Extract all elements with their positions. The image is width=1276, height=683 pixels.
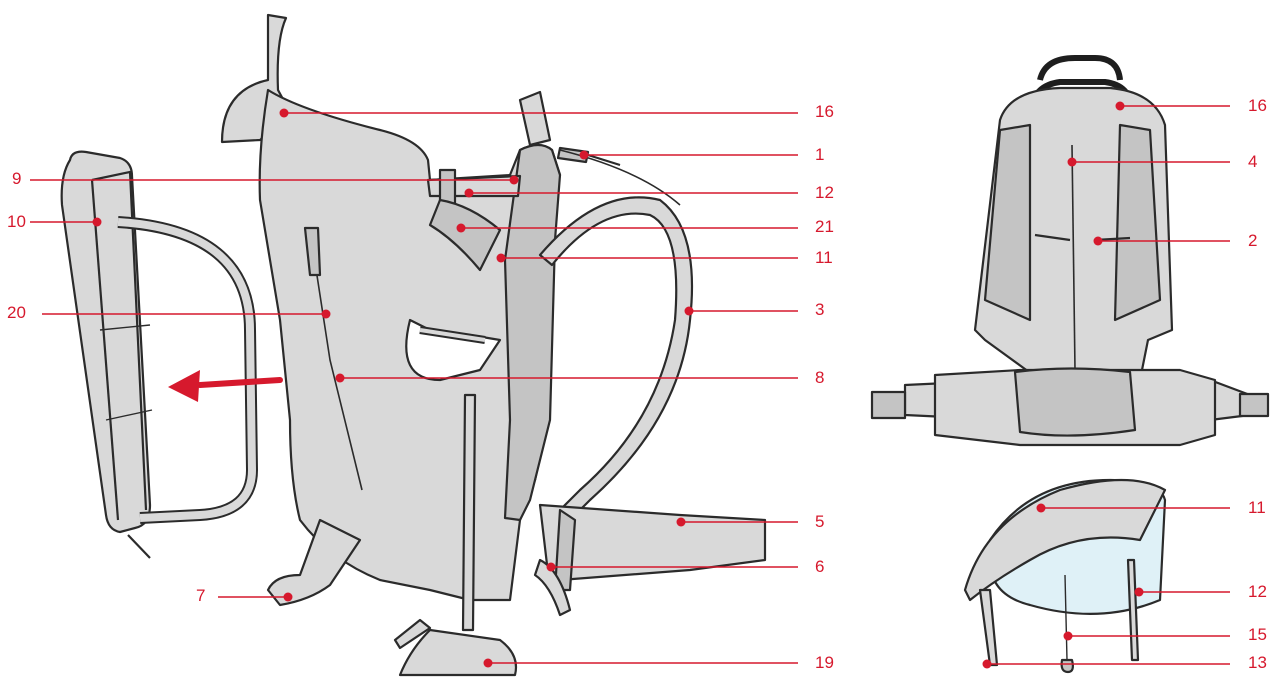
leader-dot-main-11	[496, 253, 506, 263]
carrier-back-view	[870, 55, 1270, 447]
leader-dot-back-4	[1067, 157, 1077, 167]
callout-10-main: 10	[7, 212, 26, 231]
leader-dot-canopy-13	[982, 659, 992, 669]
callout-4-back: 4	[1248, 152, 1258, 171]
callout-lines	[30, 101, 1230, 669]
leader-dot-back-2	[1093, 236, 1103, 246]
leader-dot-main-21	[456, 223, 466, 233]
main-carrier	[220, 13, 767, 677]
callout-1-main: 1	[815, 145, 825, 164]
leader-dot-main-10	[92, 217, 102, 227]
callout-16-main: 16	[815, 102, 834, 121]
leader-dot-main-16	[279, 108, 289, 118]
callout-2-back: 2	[1248, 231, 1258, 250]
sunshade-canopy	[963, 478, 1167, 674]
leader-dot-back-16	[1115, 101, 1125, 111]
leader-dot-main-8	[335, 373, 345, 383]
leader-dot-main-7	[283, 592, 293, 602]
leader-dot-main-9	[509, 175, 519, 185]
callout-9-main: 9	[12, 169, 22, 188]
leader-dot-main-19	[483, 658, 493, 668]
leader-dot-canopy-12	[1134, 587, 1144, 597]
callout-8-main: 8	[815, 368, 825, 387]
callout-12-main: 12	[815, 183, 834, 202]
removal-arrow	[168, 370, 283, 402]
callout-19-main: 19	[815, 653, 834, 672]
callout-6-main: 6	[815, 557, 825, 576]
callout-11-canopy: 11	[1248, 498, 1266, 517]
callout-13-canopy: 13	[1248, 653, 1267, 672]
leader-dot-main-1	[579, 150, 589, 160]
leader-dot-main-5	[676, 517, 686, 527]
callout-12-canopy: 12	[1248, 582, 1267, 601]
callout-16-back: 16	[1248, 96, 1267, 115]
callout-21-main: 21	[815, 217, 834, 236]
callout-3-main: 3	[815, 300, 825, 319]
callout-20-main: 20	[7, 303, 26, 322]
callout-7-main: 7	[196, 586, 206, 605]
leader-dot-canopy-15	[1063, 631, 1073, 641]
back-cushion-detached	[60, 150, 258, 559]
leader-dot-main-3	[684, 306, 694, 316]
callout-11-main: 11	[815, 248, 833, 267]
leader-dot-main-20	[321, 309, 331, 319]
leader-dot-canopy-11	[1036, 503, 1046, 513]
leader-dot-main-6	[546, 562, 556, 572]
callout-5-main: 5	[815, 512, 825, 531]
callout-15-canopy: 15	[1248, 625, 1267, 644]
leader-dot-main-12	[464, 188, 474, 198]
